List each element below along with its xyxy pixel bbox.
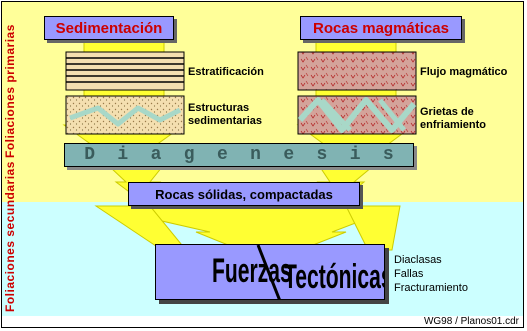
diagenesis-letter: n xyxy=(250,145,261,165)
diagenesis-letter: i xyxy=(349,145,361,165)
result-fracturamiento: Fracturamiento xyxy=(394,282,468,294)
diagenesis-letter: e xyxy=(283,145,295,165)
diagenesis-letter: s xyxy=(316,145,328,165)
arrow-to-forces-right xyxy=(345,205,401,251)
diagenesis-letter: D xyxy=(84,145,95,165)
label-magmatic-flow: Flujo magmático xyxy=(420,66,508,78)
forces-word-1: Fuerzas xyxy=(212,252,292,290)
solid-rocks-text: Rocas sólidas, compactadas xyxy=(155,186,333,202)
forces-slash xyxy=(256,245,281,299)
diagenesis-letter: e xyxy=(216,145,228,165)
result-diaclasas: Diaclasas xyxy=(394,254,442,266)
diagenesis-letter: s xyxy=(382,145,394,165)
label-stratification: Estratificación xyxy=(188,66,264,78)
magmatic-flow-box xyxy=(297,51,417,91)
title-magmatic-text: Rocas magmáticas xyxy=(313,19,449,37)
title-magmatic: Rocas magmáticas xyxy=(300,16,462,40)
diagenesis-letter: i xyxy=(117,145,129,165)
diagenesis-bar: D i a g e n e s i s xyxy=(64,143,414,167)
title-sedimentation: Sedimentación xyxy=(44,16,174,40)
cooling-cracks-box xyxy=(297,95,417,135)
sedimentary-structures-box xyxy=(65,95,185,135)
title-sedimentation-text: Sedimentación xyxy=(55,19,163,37)
label-cooling-cracks: Grietas de enfriamiento xyxy=(420,106,487,131)
footer-band xyxy=(2,316,523,328)
tectonic-forces-box: Fuerzas Tectónicas xyxy=(155,244,385,300)
result-fallas: Fallas xyxy=(394,268,424,280)
stratification-box xyxy=(65,51,185,91)
solid-rocks-box: Rocas sólidas, compactadas xyxy=(128,182,360,206)
diagenesis-letter: g xyxy=(183,145,195,165)
diagenesis-letter: a xyxy=(150,145,162,165)
label-sedimentary-structures: Estructuras sedimentarias xyxy=(188,102,262,127)
footer-credit: WG98 / Planos01.cdr xyxy=(423,316,519,327)
forces-word-2: Tectónicas xyxy=(284,258,385,296)
